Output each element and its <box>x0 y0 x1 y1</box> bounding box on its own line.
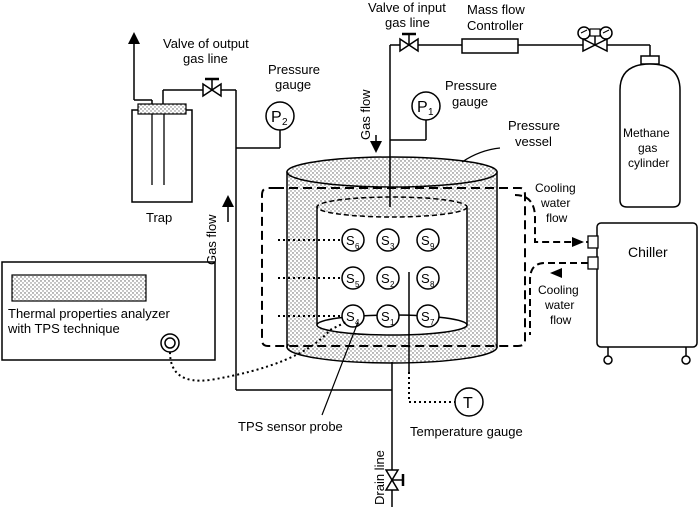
sensor-prefix: S <box>346 309 355 324</box>
gauge-subscript: 2 <box>282 117 288 128</box>
cooling-out-arrow-icon <box>572 237 584 247</box>
analyzer-label: Thermal properties analyzer <box>8 306 171 321</box>
sensor-s6: S 6 <box>341 228 365 252</box>
temperature-gauge-label: Temperature gauge <box>410 424 523 439</box>
mfc-label-2: Controller <box>467 18 524 33</box>
sensor-index: 2 <box>390 280 395 289</box>
pressure-gauge-left-label-2: gauge <box>275 77 311 92</box>
sensor-prefix: S <box>381 233 390 248</box>
valve-output-label: Valve of output <box>163 36 249 51</box>
sensor-index: 1 <box>390 318 395 327</box>
cooling-in-label-2: water <box>544 298 574 312</box>
sensor-prefix: S <box>346 271 355 286</box>
valve-input-label-2: gas line <box>385 15 430 30</box>
sensor-s2: S 2 <box>376 266 400 290</box>
trap-label: Trap <box>146 210 172 225</box>
valve-input-label: Valve of input <box>368 0 446 15</box>
tps-probe-leader <box>321 321 359 416</box>
sensor-s7: S 7 <box>416 304 440 328</box>
mass-flow-controller <box>461 38 519 54</box>
pressure-vessel-label-2: vessel <box>515 134 552 149</box>
cooling-jacket <box>261 187 526 347</box>
regulator-icon <box>577 26 613 53</box>
tps-cable <box>169 321 347 382</box>
sensor-s4: S 4 <box>341 304 365 328</box>
sensor-index: 7 <box>430 318 435 327</box>
sensor-prefix: S <box>421 233 430 248</box>
pressure-gauge-right-label: Pressure <box>445 78 497 93</box>
sensor-s1: S 1 <box>376 304 400 328</box>
pressure-vessel-label: Pressure <box>508 118 560 133</box>
sensor-s5: S 5 <box>341 266 365 290</box>
valve-output-label-2: gas line <box>183 51 228 66</box>
pressure-gauge-left-label: Pressure <box>268 62 320 77</box>
gauge-label: P <box>417 99 428 116</box>
mfc-label: Mass flow <box>467 2 525 17</box>
cooling-out-label-2: water <box>540 196 570 210</box>
sensor-index: 9 <box>430 242 435 251</box>
sensor-grid: S 6 S 3 S 9 S 5 S 2 S 8 S <box>341 228 440 328</box>
pressure-gauge-right-label-2: gauge <box>452 94 488 109</box>
sensor-prefix: S <box>421 271 430 286</box>
exhaust-arrow-icon <box>128 32 140 44</box>
tps-probe-label: TPS sensor probe <box>238 419 343 434</box>
methane-cylinder <box>619 55 681 208</box>
sensor-s8: S 8 <box>416 266 440 290</box>
analyzer-display <box>11 274 147 302</box>
drain-valve-icon <box>384 469 405 491</box>
sensor-s9: S 9 <box>416 228 440 252</box>
cooling-in-label: Cooling <box>538 283 579 297</box>
sensor-leads <box>278 239 342 317</box>
pressure-gauge-p1: P 1 <box>411 91 441 121</box>
cooling-out-label-3: flow <box>546 211 568 225</box>
sensor-index: 5 <box>355 280 360 289</box>
gauge-label: T <box>463 395 473 412</box>
cooling-lines <box>514 194 588 335</box>
gauge-label: P <box>271 109 282 126</box>
temperature-lead <box>408 372 455 403</box>
gauge-subscript: 1 <box>428 107 434 118</box>
thermal-analyzer <box>1 261 216 361</box>
gas-flow-down-label: Gas flow <box>358 89 373 140</box>
trap-vessel <box>131 103 193 203</box>
methane-label: Methane <box>623 126 670 140</box>
cooling-in-arrow-icon <box>550 268 562 278</box>
piping <box>133 40 651 507</box>
sensor-prefix: S <box>381 271 390 286</box>
cooling-in-label-3: flow <box>550 313 572 327</box>
chiller-label: Chiller <box>628 244 668 260</box>
sensor-prefix: S <box>381 309 390 324</box>
gas-flow-up-label: Gas flow <box>204 214 219 265</box>
analyzer-label-2: with TPS technique <box>7 321 120 336</box>
cooling-out-label: Cooling <box>535 181 576 195</box>
input-valve-icon <box>399 32 419 53</box>
methane-label-2: gas <box>638 141 657 155</box>
sensor-index: 8 <box>430 280 435 289</box>
vessel-leader <box>461 147 501 163</box>
output-valve-icon <box>202 77 222 98</box>
drain-line-label: Drain line <box>372 450 387 505</box>
pressure-gauge-p2: P 2 <box>265 101 295 131</box>
sensor-prefix: S <box>346 233 355 248</box>
sensor-s3: S 3 <box>376 228 400 252</box>
sensor-index: 3 <box>390 242 395 251</box>
methane-label-3: cylinder <box>628 156 669 170</box>
sensor-index: 6 <box>355 242 360 251</box>
sensor-prefix: S <box>421 309 430 324</box>
temperature-gauge: T <box>454 387 484 417</box>
chiller-unit <box>587 222 698 365</box>
